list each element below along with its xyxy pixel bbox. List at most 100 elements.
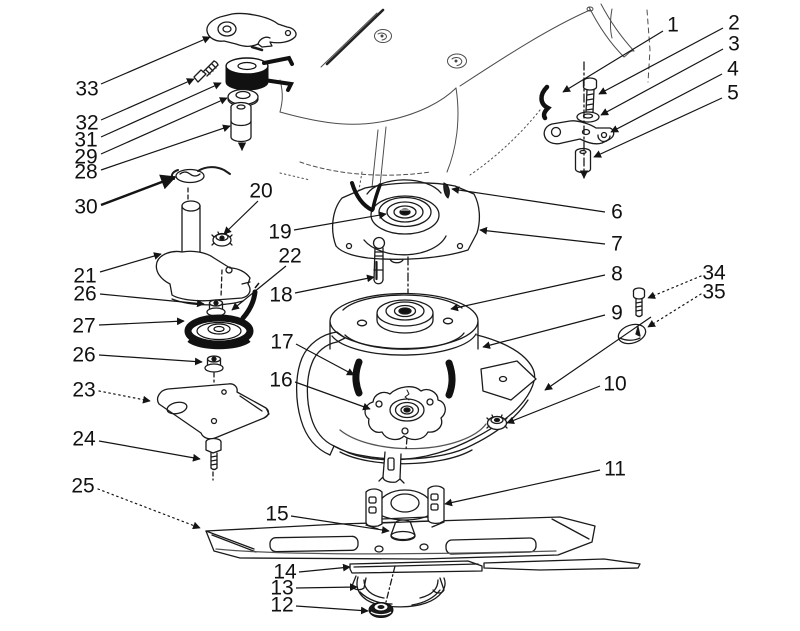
part-12-spindle-nut [368, 602, 394, 618]
part-13-brake-cup [351, 575, 446, 608]
leader-line-2 [598, 27, 724, 95]
part-32-bolt [193, 60, 219, 83]
part-number-8: 8 [611, 263, 623, 286]
leader-line-29 [100, 97, 228, 155]
leader-line-27 [98, 317, 185, 326]
part-number-19: 19 [268, 221, 291, 244]
part-number-17: 17 [270, 331, 293, 354]
part-number-27: 27 [72, 315, 95, 338]
part-31-spring-drum [225, 55, 295, 92]
part-5-spacer [574, 147, 592, 174]
part-number-26a: 26 [73, 283, 96, 306]
leader-line-19 [293, 211, 387, 231]
leader-line-4 [610, 73, 723, 133]
leader-line-14 [298, 563, 351, 573]
leader-line-31 [100, 82, 222, 138]
part-number-16: 16 [269, 369, 292, 392]
belt-end-marks [350, 181, 382, 212]
part-1-clip [539, 84, 552, 121]
part-number-12: 12 [270, 594, 293, 617]
leader-line-12 [295, 605, 369, 615]
assembly-axis-lower [405, 437, 408, 451]
part-number-28: 28 [74, 161, 97, 184]
leader-line-21 [99, 252, 162, 273]
part-number-25: 25 [71, 475, 94, 498]
keeper-mount-line [544, 316, 652, 391]
part-17-brake-pads [352, 358, 456, 399]
part-number-4: 4 [727, 58, 739, 81]
part-3-washer [576, 111, 600, 123]
leader-line-23 [98, 390, 151, 404]
leader-line-22 [231, 265, 287, 311]
leader-lines [97, 27, 724, 615]
part-number-30: 30 [74, 196, 97, 219]
leader-line-9 [482, 314, 606, 349]
leader-line-30 [100, 174, 177, 207]
bracket-axis-lower [220, 269, 223, 298]
part-8-clutch-drum [329, 292, 479, 356]
leader-line-24 [98, 440, 201, 462]
part-number-31: 31 [74, 129, 97, 152]
part-number-14: 14 [273, 561, 297, 584]
leader-line-11 [444, 469, 601, 507]
leader-line-13 [295, 583, 358, 592]
part-16-bearing-flange [364, 386, 446, 441]
part-22-v-belt [240, 282, 260, 321]
deck-boss-right [447, 53, 467, 69]
part-30-retainer [170, 166, 231, 184]
leader-line-34 [647, 275, 702, 299]
part-number-1: 1 [667, 14, 679, 37]
part-number-26b: 26 [72, 344, 95, 367]
part-21-brake-bracket [155, 200, 251, 306]
part-26-bushing-lower [204, 355, 224, 373]
leader-line-1 [562, 30, 664, 93]
leader-line-18 [294, 274, 375, 294]
housing-clamp-tab [378, 451, 405, 484]
part-number-9: 9 [611, 302, 623, 325]
leader-line-8 [450, 274, 606, 312]
leader-line-7 [479, 226, 606, 245]
part-18-pin [372, 236, 386, 285]
part-number-23: 23 [72, 379, 95, 402]
part-26-bushing-upper [206, 299, 226, 317]
part-number-32: 32 [75, 112, 98, 135]
leader-line-32 [100, 78, 195, 121]
leader-line-26a [99, 293, 205, 308]
part-number-11: 11 [604, 458, 626, 481]
part-number-15: 15 [265, 503, 288, 526]
part-number-21: 21 [73, 265, 96, 288]
part-number-24: 24 [72, 428, 96, 451]
part-number-3: 3 [728, 33, 740, 56]
part-24-bolt [205, 437, 222, 471]
part-28-spacer [230, 101, 252, 143]
leader-line-15 [290, 515, 390, 534]
part-27-pulley [184, 314, 254, 350]
leader-line-33 [100, 36, 211, 85]
part-number-34: 34 [702, 262, 726, 285]
part-number-6: 6 [611, 201, 623, 224]
part-number-20: 20 [249, 180, 272, 203]
part-35-keeper-plate [617, 323, 647, 345]
part-number-22: 22 [278, 245, 301, 268]
part-number-5: 5 [727, 82, 739, 105]
part-number-18: 18 [269, 284, 292, 307]
part-29-washer [227, 88, 259, 107]
deck-corner-slot [586, 3, 635, 58]
leader-line-10 [506, 385, 601, 425]
leader-line-28 [100, 124, 231, 171]
leader-line-20 [223, 200, 259, 235]
leader-line-17 [295, 343, 355, 376]
leader-line-16 [294, 381, 371, 411]
part-number-2: 2 [728, 12, 740, 35]
part-10-flange-nut [486, 414, 508, 431]
part-19-bearing [370, 195, 440, 235]
leader-line-26b [98, 354, 203, 366]
housing-right-ear [480, 360, 537, 401]
part-number-10: 10 [603, 373, 626, 396]
leader-line-5 [593, 97, 723, 158]
part-33-control-lever [206, 12, 297, 52]
leader-line-3 [600, 48, 724, 116]
part-number-33: 33 [75, 78, 98, 101]
